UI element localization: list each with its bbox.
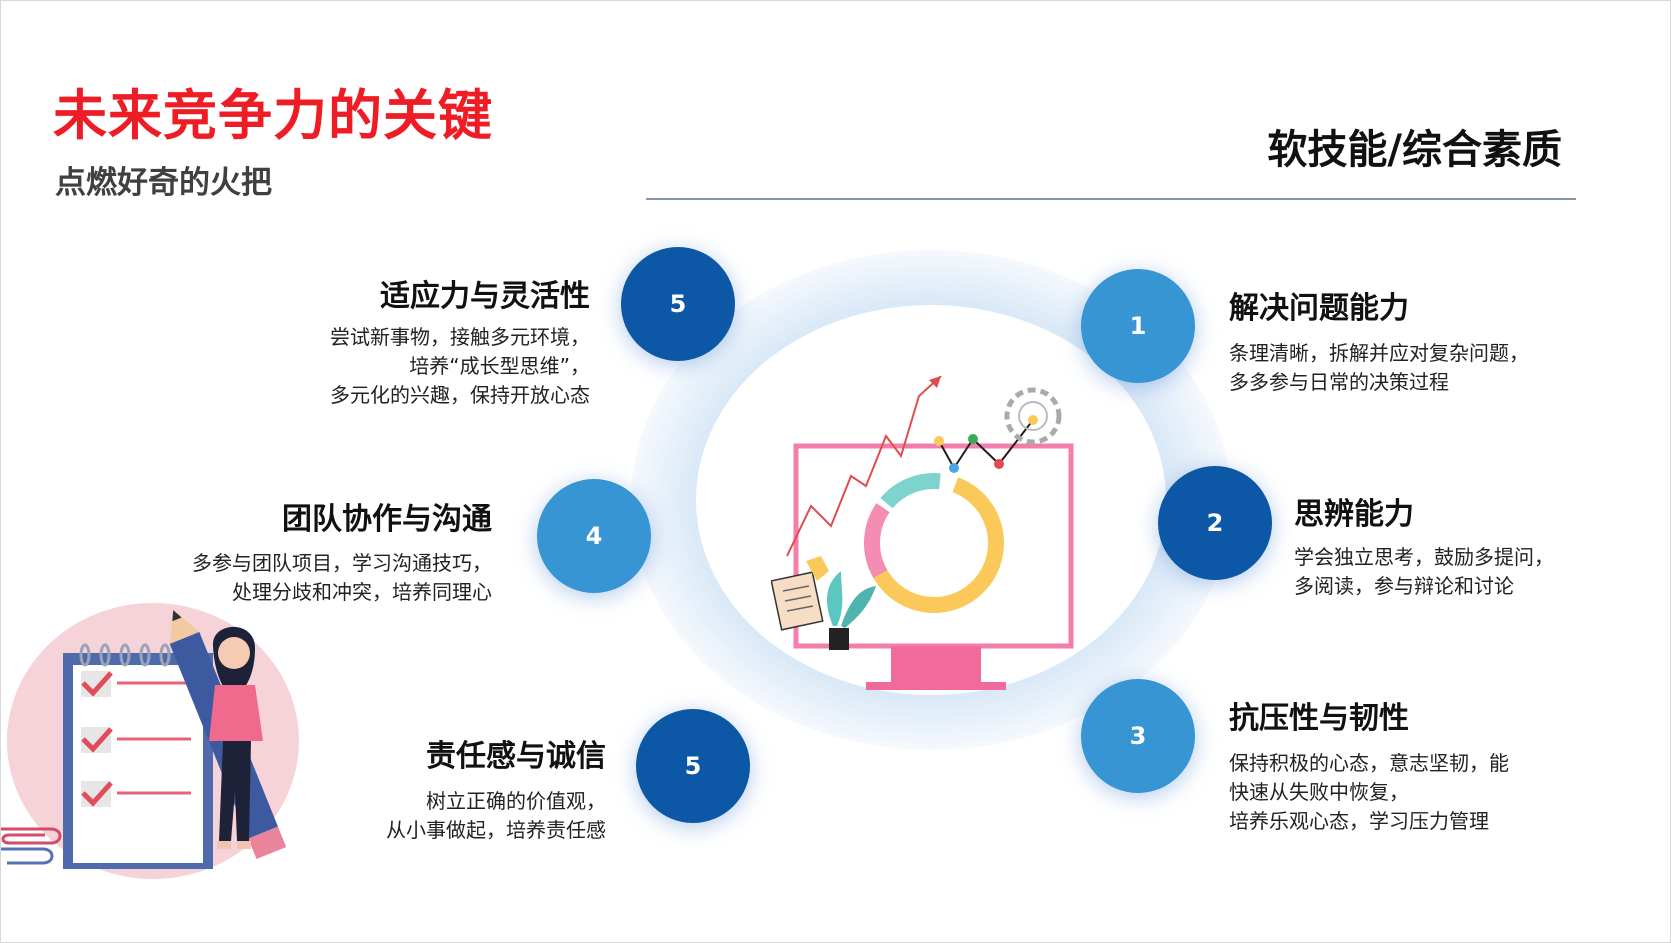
- number-badge-responsibility: 5: [636, 709, 750, 823]
- desc-line: 快速从失败中恢复，: [1229, 780, 1409, 804]
- section-heading: 软技能/综合素质: [1267, 127, 1562, 173]
- page-title: 未来竞争力的关键: [53, 84, 493, 147]
- item-title-resilience: 抗压性与韧性: [1229, 701, 1409, 736]
- number-badge-problem-solving: 1: [1081, 269, 1195, 383]
- item-desc-critical-thinking: 学会独立思考，鼓励多提问， 多阅读，参与辩论和讨论: [1294, 543, 1554, 601]
- item-desc-responsibility: 树立正确的价值观， 从小事做起，培养责任感: [386, 787, 606, 845]
- number-badge-teamwork: 4: [537, 479, 651, 593]
- heading-divider: [646, 198, 1576, 200]
- item-title-teamwork: 团队协作与沟通: [282, 502, 492, 537]
- desc-line: 处理分歧和冲突，培养同理心: [232, 580, 492, 604]
- desc-line: 培养乐观心态，学习压力管理: [1229, 809, 1489, 833]
- item-title-adaptability: 适应力与灵活性: [380, 279, 590, 314]
- desc-line: 多阅读，参与辩论和讨论: [1294, 574, 1514, 598]
- number-badge-critical-thinking: 2: [1158, 466, 1272, 580]
- desc-line: 多多参与日常的决策过程: [1229, 370, 1449, 394]
- item-desc-resilience: 保持积极的心态，意志坚韧，能 快速从失败中恢复， 培养乐观心态，学习压力管理: [1229, 749, 1509, 836]
- item-desc-teamwork: 多参与团队项目，学习沟通技巧， 处理分歧和冲突，培养同理心: [192, 549, 492, 607]
- desc-line: 尝试新事物，接触多元环境，: [330, 325, 590, 349]
- number-badge-resilience: 3: [1081, 679, 1195, 793]
- desc-line: 多参与团队项目，学习沟通技巧，: [192, 551, 492, 575]
- woman-with-pencil-checklist-illustration: [1, 603, 299, 879]
- item-desc-problem-solving: 条理清晰，拆解并应对复杂问题， 多多参与日常的决策过程: [1229, 339, 1529, 397]
- desc-line: 从小事做起，培养责任感: [386, 818, 606, 842]
- computer-analytics-illustration: [771, 376, 1074, 690]
- desc-line: 多元化的兴趣，保持开放心态: [330, 383, 590, 407]
- item-title-problem-solving: 解决问题能力: [1229, 291, 1409, 326]
- item-title-responsibility: 责任感与诚信: [426, 739, 606, 774]
- desc-line: 保持积极的心态，意志坚韧，能: [1229, 751, 1509, 775]
- desc-line: 条理清晰，拆解并应对复杂问题，: [1229, 341, 1529, 365]
- desc-line: 学会独立思考，鼓励多提问，: [1294, 545, 1554, 569]
- number-badge-adaptability: 5: [621, 247, 735, 361]
- desc-line: 树立正确的价值观，: [426, 789, 606, 813]
- desc-line: 培养“成长型思维”，: [409, 354, 590, 378]
- page-subtitle: 点燃好奇的火把: [55, 165, 272, 201]
- item-title-critical-thinking: 思辨能力: [1294, 497, 1414, 532]
- item-desc-adaptability: 尝试新事物，接触多元环境， 培养“成长型思维”， 多元化的兴趣，保持开放心态: [330, 323, 590, 410]
